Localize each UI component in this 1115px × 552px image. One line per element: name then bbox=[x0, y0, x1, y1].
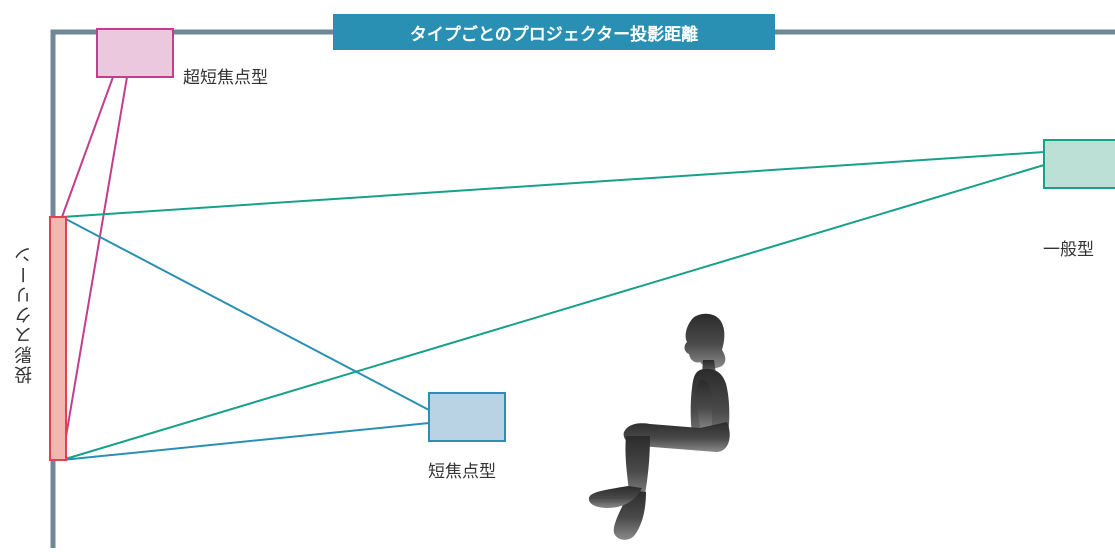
ultra-short-throw-projector bbox=[96, 28, 174, 78]
seated-person-silhouette bbox=[588, 313, 730, 540]
short-throw-beams bbox=[61, 216, 430, 461]
standard-beams bbox=[61, 151, 1045, 461]
standard-projector bbox=[1043, 139, 1115, 189]
projection-screen bbox=[49, 216, 67, 461]
ultra-short-throw-label: 超短焦点型 bbox=[183, 68, 268, 88]
diagram-title: タイプごとのプロジェクター投影距離 bbox=[333, 14, 775, 50]
wall-ceiling-line bbox=[50, 29, 1115, 548]
screen-label: 投影スクリーン bbox=[14, 244, 35, 384]
ultra-short-throw-beams bbox=[61, 76, 128, 461]
standard-label: 一般型 bbox=[1043, 240, 1094, 260]
short-throw-projector bbox=[428, 392, 506, 442]
short-throw-label: 短焦点型 bbox=[428, 462, 496, 482]
